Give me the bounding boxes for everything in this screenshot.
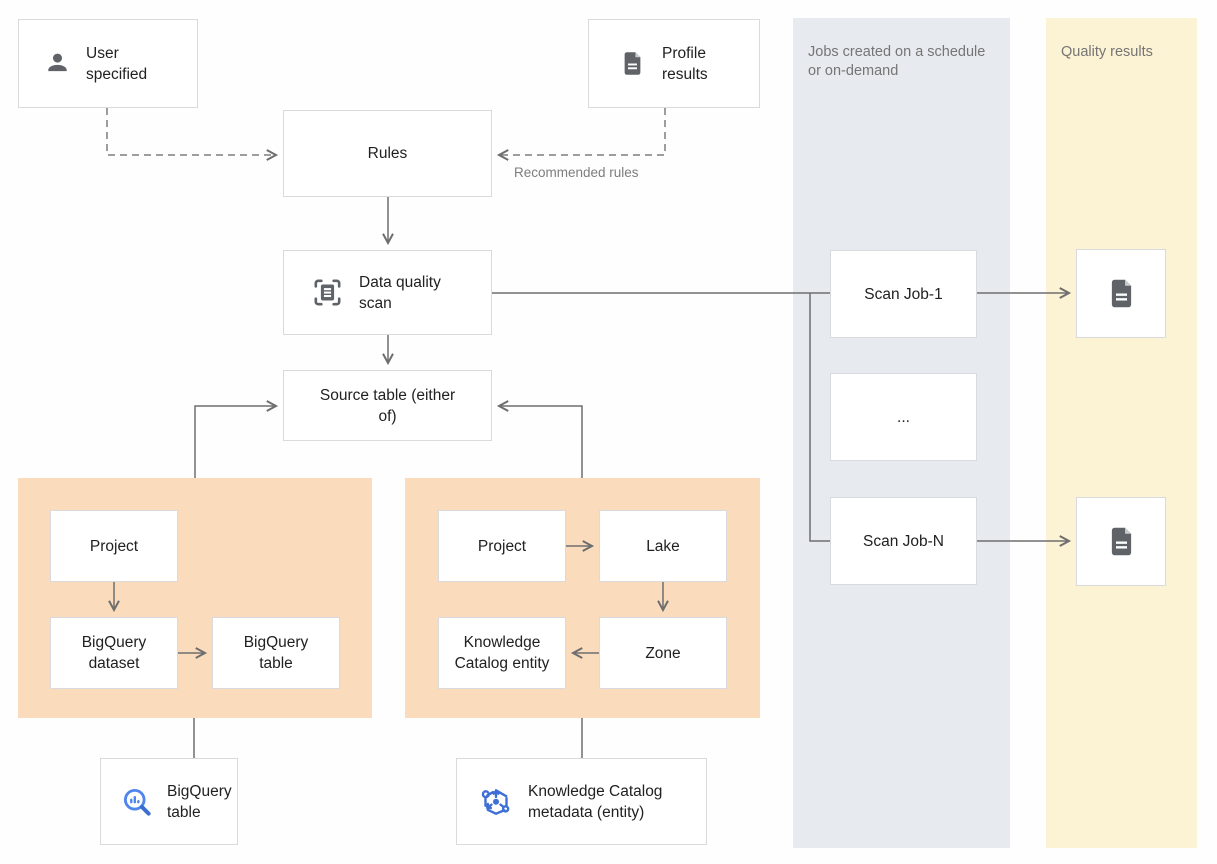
document-icon: [1111, 527, 1131, 556]
scan-job-n-label: Scan Job-N: [863, 532, 944, 550]
bigquery-magnifier-icon: [123, 788, 151, 816]
source-table-node: Source table (either of): [283, 370, 492, 441]
bigquery-table-source-label: BigQuery table: [167, 782, 232, 821]
kc-entity-node: Knowledge Catalog entity: [438, 617, 566, 689]
quality-results-column: Quality results: [1046, 18, 1197, 848]
lake-project-node: Project: [438, 510, 566, 582]
bq-project-node: Project: [50, 510, 178, 582]
scan-job-ellipsis-label: ...: [897, 408, 910, 426]
kc-entity-label: Knowledge Catalog entity: [454, 634, 550, 672]
edge-profile-to-rules: [496, 108, 666, 161]
source-table-label: Source table (either of): [319, 386, 456, 425]
knowledge-catalog-network-icon: [481, 788, 510, 815]
zone-node: Zone: [599, 617, 727, 689]
rules-label: Rules: [367, 145, 408, 162]
quality-result-1-node: [1076, 249, 1166, 338]
jobs-column-label: Jobs created on a schedule or on-demand: [808, 44, 986, 79]
data-quality-scan-label: Data quality scan: [359, 273, 441, 312]
lake-node: Lake: [599, 510, 727, 582]
scan-job-n-node: Scan Job-N: [830, 497, 977, 585]
bq-project-label: Project: [89, 537, 139, 555]
data-quality-scan-node: Data quality scan: [283, 250, 492, 335]
lake-project-label: Project: [477, 537, 527, 555]
edge-bq-group-to-source-table: [194, 400, 279, 478]
lake-label: Lake: [646, 537, 680, 555]
zone-label: Zone: [645, 644, 681, 662]
profile-results-node: Profile results: [588, 19, 760, 108]
scan-job-1-label: Scan Job-1: [864, 285, 943, 303]
quality-result-n-node: [1076, 497, 1166, 586]
edge-scan-to-jobN: [809, 293, 830, 542]
bq-dataset-node: BigQuery dataset: [50, 617, 178, 689]
document-icon: [1111, 279, 1131, 308]
bq-table-label: BigQuery table: [243, 634, 309, 672]
scan-frame-icon: [314, 279, 341, 306]
bq-dataset-label: BigQuery dataset: [81, 634, 147, 672]
edge-user-to-rules: [106, 108, 279, 161]
document-icon: [624, 52, 641, 75]
user-specified-label: User specified: [86, 44, 148, 83]
bq-table-node: BigQuery table: [212, 617, 340, 689]
scan-job-ellipsis-node: ...: [830, 373, 977, 461]
kc-metadata-node: Knowledge Catalog metadata (entity): [456, 758, 707, 845]
bigquery-table-source-node: BigQuery table: [100, 758, 238, 845]
profile-results-label: Profile results: [662, 44, 708, 83]
recommended-rules-note: Recommended rules: [514, 165, 639, 180]
person-icon: [48, 53, 67, 72]
scan-job-1-node: Scan Job-1: [830, 250, 977, 338]
kc-metadata-label: Knowledge Catalog metadata (entity): [528, 782, 663, 821]
edge-lake-group-to-source-table: [496, 400, 583, 478]
quality-column-label: Quality results: [1061, 44, 1153, 60]
rules-node: Rules: [283, 110, 492, 197]
user-specified-node: User specified: [18, 19, 198, 108]
